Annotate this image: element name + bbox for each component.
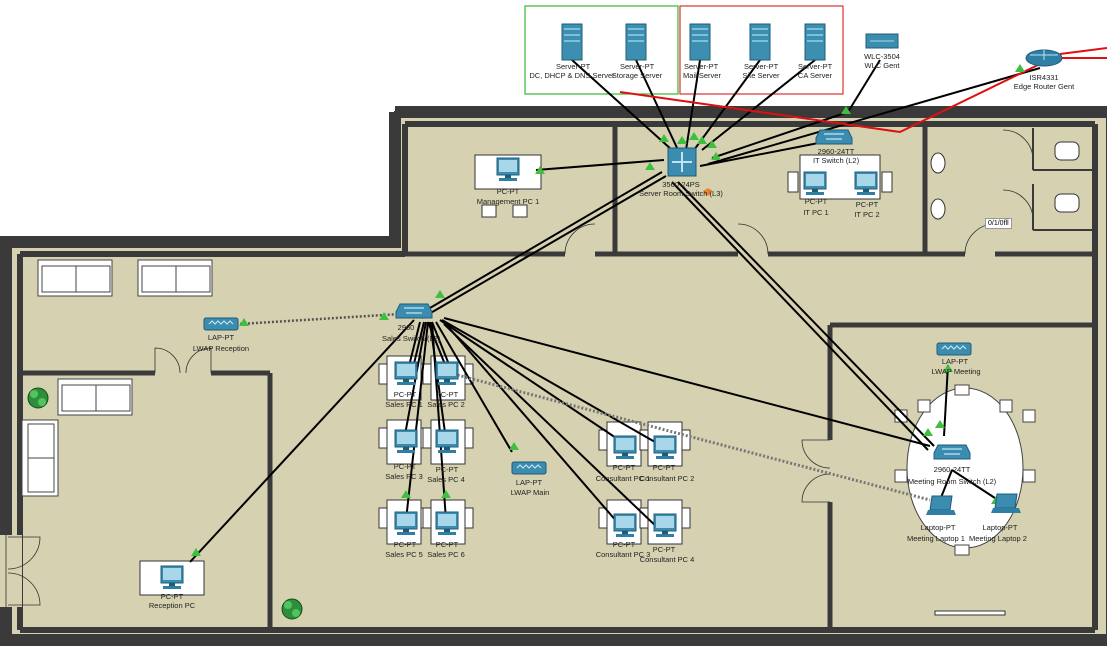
pc-type-label: PC-PT (652, 545, 676, 554)
pc-type-label: PC-PT (393, 462, 417, 471)
laptop-name-label: Meeting Laptop 1 (907, 534, 965, 543)
pc-name-label: Sales PC 1 (385, 400, 423, 409)
server-icon[interactable] (625, 23, 647, 61)
pc-name-label: IT PC 2 (854, 210, 880, 219)
server-icon[interactable] (804, 23, 826, 61)
pc-name-label: Sales PC 5 (385, 550, 423, 559)
server-name-label: Storage Server (611, 71, 663, 80)
plant-icon (281, 598, 303, 620)
pc-name-label: Sales PC 3 (385, 472, 423, 481)
pc-type-label: PC-PT (612, 463, 636, 472)
pc-type-label: PC-PT (496, 187, 520, 196)
server-type-label: Server-PT (744, 62, 779, 71)
server-name-label: Mail Server (683, 71, 721, 80)
console-link-meeting (445, 370, 931, 502)
laptop-type-label: Laptop-PT (920, 523, 956, 532)
ap-name-label: LWAP Main (510, 488, 550, 497)
laptop-type-label: Laptop-PT (982, 523, 1018, 532)
pc-name-label: Consultant PC 1 (595, 474, 651, 483)
server-icon[interactable] (689, 23, 711, 61)
server-name-label: DC, DHCP & DNS Server (529, 71, 615, 80)
pc-name-label: Reception PC (148, 601, 196, 610)
interface-label: 0/1/0fll (985, 218, 1012, 229)
server-icon[interactable] (561, 23, 583, 61)
projector-screen (934, 610, 1006, 616)
pc-type-label: PC-PT (393, 540, 417, 549)
access-point-icon[interactable] (511, 461, 547, 475)
switch-type-label: 3560-24PS (662, 180, 700, 189)
switch-type-label: 2960-24TT (817, 147, 855, 156)
switch-name-label: IT Switch (L2) (812, 156, 860, 165)
pc-type-label: PC-PT (435, 540, 459, 549)
wlc-icon[interactable] (865, 33, 899, 49)
wlc-name-label: WLC Gent (864, 61, 900, 70)
ap-type-label: LAP-PT (941, 357, 969, 366)
ap-type-label: LAP-PT (515, 478, 543, 487)
router-icon[interactable] (1025, 49, 1063, 67)
switch-name-label: Meeting Room Switch (L2) (907, 477, 997, 486)
link-warning-marker (704, 188, 712, 196)
pc-name-label: Consultant PC 2 (639, 474, 695, 483)
server-name-label: Site Server (742, 71, 780, 80)
pc-name-label: Consultant PC 3 (595, 550, 651, 559)
wlc-type-label: WLC-3504 (864, 52, 900, 61)
switch-icon[interactable] (815, 129, 853, 145)
server-type-label: Server-PT (620, 62, 655, 71)
ap-type-label: LAP-PT (207, 333, 235, 342)
plant-icon (27, 387, 49, 409)
server-name-label: CA Server (797, 71, 833, 80)
router-name-label: Edge Router Gent (1013, 82, 1075, 91)
switch-type-label: 2960-24TT (933, 465, 971, 474)
access-point-icon[interactable] (936, 342, 972, 356)
pc-type-label: PC-PT (160, 592, 184, 601)
l3-switch-icon[interactable] (667, 147, 697, 177)
bathroom-fixtures (930, 141, 1080, 220)
pc-name-label: Consultant PC 4 (639, 555, 695, 564)
laptop-name-label: Meeting Laptop 2 (969, 534, 1027, 543)
pc-name-label: Sales PC 6 (427, 550, 465, 559)
router-type-label: ISR4331 (1029, 73, 1059, 82)
pc-type-label: PC-PT (804, 197, 828, 206)
pc-name-label: Management PC 1 (476, 197, 540, 206)
switch-type-label: 2960 (397, 323, 415, 332)
server-zone-green (524, 5, 679, 95)
ap-name-label: LWAP Meeting (931, 367, 981, 376)
pc-name-label: IT PC 1 (803, 208, 829, 217)
console-link-reception (239, 312, 401, 326)
switch-name-label: Server Room Switch (L3) (639, 189, 723, 198)
server-icon[interactable] (749, 23, 771, 61)
server-type-label: Server-PT (684, 62, 719, 71)
network-links (189, 59, 1041, 563)
pc-type-label: PC-PT (435, 390, 459, 399)
pc-type-label: PC-PT (612, 540, 636, 549)
pc-type-label: PC-PT (435, 465, 459, 474)
pc-type-label: PC-PT (393, 390, 417, 399)
access-point-icon[interactable] (203, 317, 239, 331)
server-type-label: Server-PT (556, 62, 591, 71)
doors (0, 128, 1092, 607)
wan-links (619, 47, 1107, 134)
server-type-label: Server-PT (798, 62, 833, 71)
switch-icon[interactable] (395, 303, 433, 319)
pc-type-label: PC-PT (652, 463, 676, 472)
switch-icon[interactable] (933, 444, 971, 460)
switch-name-label: Sales Switch (L2) (382, 334, 441, 343)
pc-name-label: Sales PC 4 (427, 475, 465, 484)
pc-type-label: PC-PT (855, 200, 879, 209)
ap-name-label: LWAP Reception (192, 344, 250, 353)
meeting-chairs (894, 384, 1036, 556)
pc-name-label: Sales PC 2 (427, 400, 465, 409)
inner-walls (17, 121, 1098, 633)
sofas (21, 259, 213, 497)
